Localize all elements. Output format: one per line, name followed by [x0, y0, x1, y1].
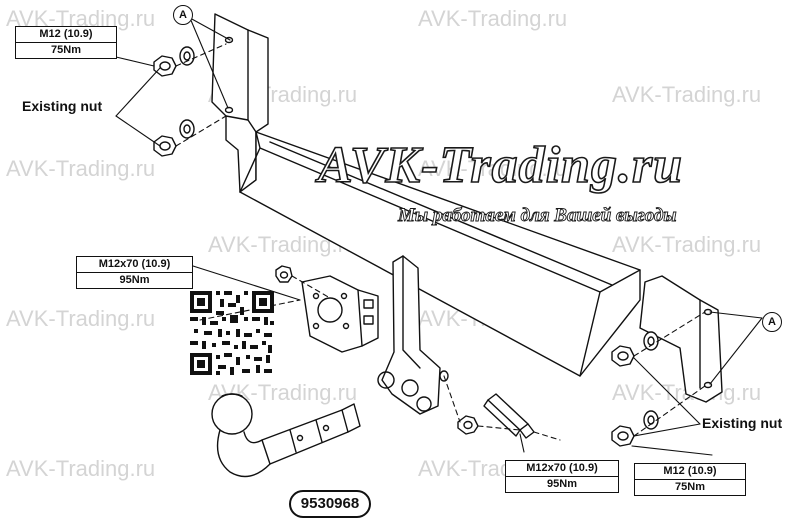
spec-torque: 95Nm: [547, 478, 577, 490]
leader-lines: [115, 17, 763, 456]
spec-box-middle-left: M12x70 (10.9) 95Nm: [76, 256, 193, 289]
watermark: AVK-Trading.ru: [6, 156, 156, 181]
watermark: AVK-Trading.ru: [418, 156, 568, 181]
main-cross-beam: [239, 131, 641, 377]
brand-tagline: Мы работаем для Вашей выгоды: [398, 205, 677, 227]
washer-right-upper: [643, 331, 659, 351]
spec-torque: 75Nm: [675, 481, 705, 493]
washer-top-left: [179, 46, 195, 66]
spec-box-bottom-right: M12 (10.9) 75Nm: [634, 463, 746, 496]
spec-bolt: M12 (10.9): [16, 27, 116, 43]
brand-title: AVK-Trading.ru: [317, 136, 684, 195]
socket-plate: [301, 275, 379, 353]
nut-center-bottom: [457, 415, 479, 435]
tow-ball-neck: [211, 393, 361, 478]
watermark: AVK-Trading.ru: [418, 6, 568, 31]
spec-box-bottom-center: M12x70 (10.9) 95Nm: [505, 460, 619, 493]
nut-right-lower: [611, 425, 635, 447]
spec-bolt: M12x70 (10.9): [77, 257, 192, 273]
watermark: AVK-Trading.ru: [612, 82, 762, 107]
assembly-lines: [175, 43, 706, 441]
spec-bolt: M12 (10.9): [635, 464, 745, 480]
existing-nut-label-left: Existing nut: [22, 98, 103, 114]
watermark: AVK-Trading.ru: [612, 232, 762, 257]
spec-bolt: M12x70 (10.9): [506, 461, 618, 477]
existing-nut-label-right: Existing nut: [702, 415, 783, 431]
callout-a-right: A: [762, 312, 782, 332]
watermark: AVK-Trading.ru: [6, 306, 156, 331]
spec-box-top-left: M12 (10.9) 75Nm: [15, 26, 117, 59]
qr-code-icon: [190, 291, 274, 375]
washer-right-lower: [643, 410, 659, 430]
watermark: AVK-Trading.ru: [6, 456, 156, 481]
spec-torque: 75Nm: [51, 44, 81, 56]
callout-a-top: A: [173, 5, 193, 25]
spec-torque: 95Nm: [119, 274, 150, 286]
washer-middle-left: [179, 119, 195, 139]
left-mounting-bracket: [211, 13, 269, 193]
center-hanger-plate: [377, 255, 441, 415]
nut-right-upper: [611, 345, 635, 367]
nut-middle-left: [153, 135, 177, 157]
part-number-badge: 9530968: [289, 490, 371, 518]
nut-center-left: [275, 265, 293, 283]
bolt-m12x70: [483, 393, 535, 439]
nut-top-left: [153, 55, 177, 77]
right-mounting-bracket: [639, 275, 723, 403]
washer-center: [439, 370, 449, 382]
